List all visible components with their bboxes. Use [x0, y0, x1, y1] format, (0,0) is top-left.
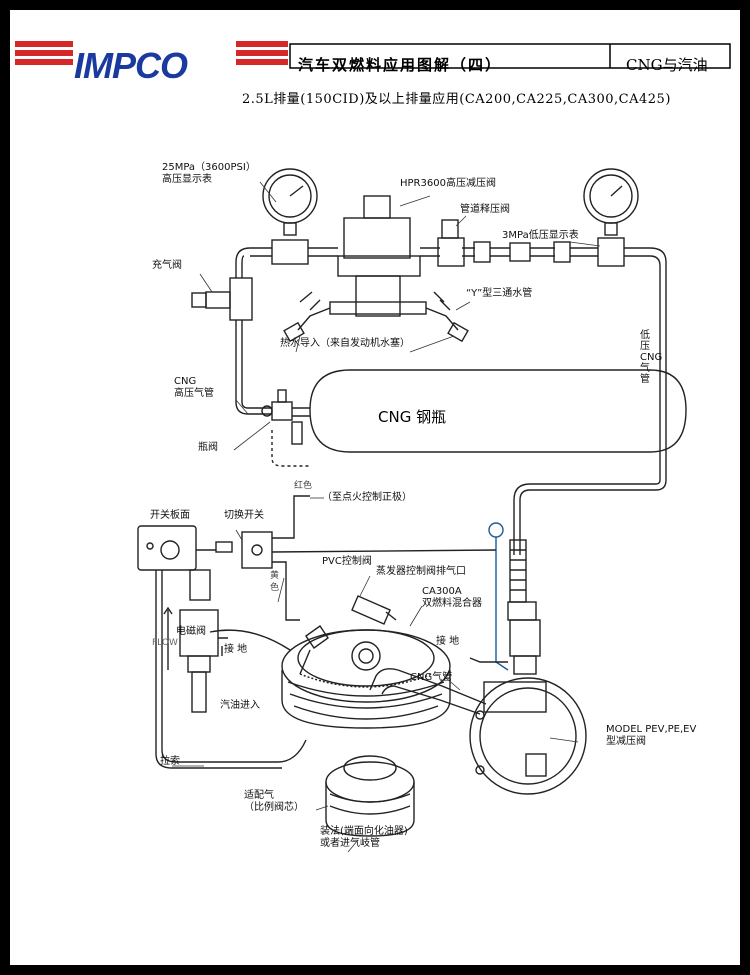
high-gauge-label-2: 高压显示表 [162, 174, 212, 185]
switch-panel-label: 开关板面 [150, 510, 190, 521]
red-wire-label: 红色 [294, 481, 313, 491]
hpr-label: HPR3600高压减压阀 [400, 178, 496, 189]
cable-label: 拉索 [160, 756, 180, 767]
cng-tank-label: CNG 钢瓶 [378, 408, 447, 426]
y-tee-label: “Y”型三通水管 [466, 288, 533, 299]
adapter-label-1: 适配气 [244, 790, 274, 801]
system-diagram [137, 168, 687, 853]
adapter-core [325, 761, 415, 803]
install-label-2: 或者进气岐管 [320, 838, 380, 849]
relief-valve-label: 管道释压阀 [460, 204, 510, 215]
cng-pipe-label: CNG气管 [410, 672, 453, 683]
model-label-1: MODEL PEV,PE,EV [606, 724, 697, 735]
switch-panel [137, 525, 197, 571]
high-gauge-label-1: 25MPa（3600PSI） [162, 162, 256, 173]
flow-label: FLOW [152, 638, 178, 648]
model-label-2: 型减压阀 [606, 736, 646, 747]
mixer-label-2: 双燃料混合器 [422, 598, 482, 609]
page-title: 汽车双燃料应用图解（四） [298, 56, 503, 74]
low-pressure-regulator [469, 677, 587, 795]
solenoid-label: 电磁阀 [176, 626, 206, 637]
adapter-label-2: （比例阀芯） [244, 802, 304, 813]
brand-logo-text: IMPCO [74, 45, 188, 86]
dual-fuel-mixer [281, 629, 451, 703]
evap-port-label: 蒸发器控制阀排气口 [376, 566, 466, 577]
ground-label-1: 接 地 [224, 644, 248, 655]
pvc-label: PVC控制阀 [322, 556, 372, 567]
yellow-wire-label: 黄色 [270, 571, 280, 593]
cng-hp-label-2: 高压气管 [174, 388, 214, 399]
hpr-regulator [343, 217, 411, 259]
fuel-switch [241, 531, 273, 569]
diagram-page: IMPCO 汽车双燃料应用图解（四） CNG与汽油 2.5L排量(150CID)… [10, 10, 740, 965]
hot-water-label: 热水导入（来自发动机水塞） [280, 338, 410, 349]
bottle-valve-label: 瓶阀 [198, 442, 218, 453]
low-gauge-label: 3MPa低压显示表 [502, 230, 579, 241]
ground-label-2: 接 地 [436, 636, 460, 647]
page-subtitle: 2.5L排量(150CID)及以上排量应用(CA200,CA225,CA300,… [242, 92, 671, 107]
low-cng-pipe-label: 低压CNG气管 [640, 330, 663, 385]
cng-hp-label-1: CNG [174, 376, 197, 387]
cng-tank [309, 369, 687, 453]
gasoline-inlet-label: 汽油进入 [220, 700, 260, 711]
switch-label: 切换开关 [224, 510, 264, 521]
install-label-1: 装法(端面向化油器) [320, 826, 408, 837]
fuel-type-label: CNG与汽油 [626, 56, 708, 74]
fill-valve-label: 充气阀 [152, 260, 182, 271]
mixer-label-1: CA300A [422, 586, 462, 597]
ignition-label: （至点火控制正极） [322, 492, 412, 503]
